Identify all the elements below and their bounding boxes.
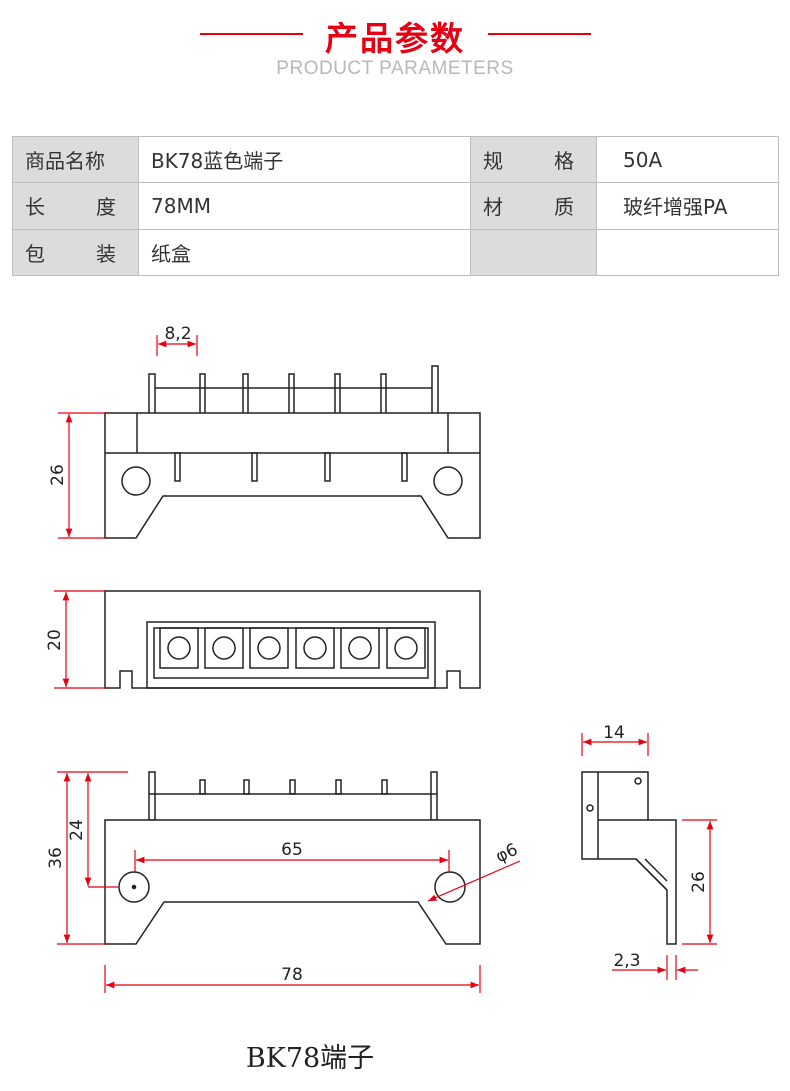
top-view	[104, 590, 481, 689]
table-row: 商品名称 BK78蓝色端子 规格 50A	[12, 135, 779, 184]
param-label: 包装	[12, 228, 139, 277]
dim-top-width	[156, 335, 198, 356]
dim-mid-height	[54, 590, 105, 689]
technical-drawing: 8,2 26 20	[45, 324, 717, 993]
param-value: 78MM	[138, 182, 471, 230]
section-title: 产品参数	[325, 19, 465, 58]
dim-label: 78	[281, 965, 303, 985]
param-label-char: 格	[554, 149, 574, 174]
back-view	[104, 771, 481, 945]
dim-label: 20	[45, 629, 65, 651]
param-label-char: 质	[554, 195, 574, 220]
dim-top-height	[58, 412, 105, 539]
dim-label: 24	[67, 819, 87, 841]
dim-hole-diameter	[427, 860, 521, 902]
section-header: 产品参数 PRODUCT PARAMETERS	[0, 0, 790, 90]
params-table: 商品名称 BK78蓝色端子 规格 50A 长度 78MM 材质 玻纤增强PA 包…	[12, 135, 779, 277]
param-label-char: 长	[25, 195, 45, 220]
front-view	[104, 365, 481, 539]
dim-label: φ6	[493, 840, 521, 867]
dim-label: 2,3	[613, 951, 640, 971]
param-label: 材质	[470, 182, 597, 230]
dim-side-height	[682, 819, 717, 945]
param-label-text: 商品名称	[25, 149, 105, 174]
param-value-empty	[596, 228, 779, 277]
dim-bottom-heights	[57, 771, 128, 945]
dim-overall-length	[104, 965, 481, 993]
param-label-char: 规	[483, 149, 503, 174]
table-row: 包装 纸盒	[12, 228, 779, 277]
param-label: 规格	[470, 135, 597, 184]
dim-label: 65	[281, 840, 303, 860]
param-label-char: 包	[25, 241, 45, 266]
dim-label: 36	[46, 847, 66, 869]
dim-side-width	[581, 733, 649, 756]
dim-label: 14	[603, 723, 625, 743]
param-value: 50A	[596, 135, 779, 184]
side-view	[581, 771, 677, 945]
param-label-char: 材	[483, 195, 503, 220]
dim-label: 8,2	[164, 324, 191, 344]
param-label: 商品名称	[12, 135, 139, 184]
param-label: 长度	[12, 182, 139, 230]
dim-side-thickness	[612, 955, 698, 980]
param-label-char: 装	[96, 241, 116, 266]
section-subtitle: PRODUCT PARAMETERS	[276, 58, 514, 79]
table-row: 长度 78MM 材质 玻纤增强PA	[12, 182, 779, 230]
title-decor-line-left	[200, 33, 303, 35]
product-caption: BK78端子	[245, 1043, 375, 1074]
param-label-char: 度	[96, 195, 116, 220]
param-value: 玻纤增强PA	[596, 182, 779, 230]
dim-label: 26	[48, 464, 68, 486]
dim-label: 26	[689, 871, 709, 893]
param-label-empty	[470, 228, 597, 277]
dim-hole-spacing	[134, 850, 450, 872]
title-decor-line-right	[488, 33, 591, 35]
param-value: BK78蓝色端子	[138, 135, 471, 184]
param-value: 纸盒	[138, 228, 471, 277]
